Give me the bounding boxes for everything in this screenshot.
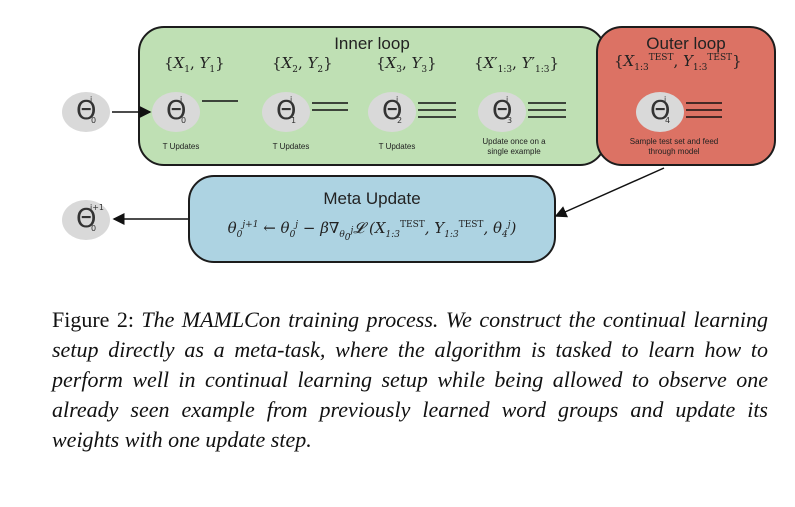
meta-update-title: Meta Update xyxy=(323,189,421,208)
figure-caption: Figure 2: The MAMLCon training process. … xyxy=(52,305,768,455)
step-caption-3: T Updates xyxy=(378,142,416,151)
step-caption-4: Update once on a single example xyxy=(482,137,546,156)
inner-loop-title: Inner loop xyxy=(334,34,410,53)
set-label-4: {X′1:3, Y′1:3} xyxy=(474,54,560,75)
outer-loop-title: Outer loop xyxy=(646,34,726,53)
set-label-1: {X1, Y1} xyxy=(164,54,225,75)
inner-loop-box: Inner loop xyxy=(138,26,606,166)
step-caption-1: T Updates xyxy=(162,142,200,151)
caption-label: Figure 2: xyxy=(52,307,134,332)
step-caption-2: T Updates xyxy=(272,142,310,151)
outer-loop-box: Outer loop xyxy=(596,26,776,166)
set-label-test: {X1:3TEST, Y1:3TEST} xyxy=(614,52,742,73)
caption-text: The MAMLCon training process. We constru… xyxy=(52,307,768,452)
set-label-2: {X2, Y2} xyxy=(272,54,333,75)
meta-update-box: Meta Update θ0j+1 ← θ0j − β∇θ0j𝓛 (X1:3TE… xyxy=(188,175,556,263)
set-label-3: {X3, Y3} xyxy=(376,54,437,75)
arrow-outer-to-meta xyxy=(554,167,665,218)
outer-caption: Sample test set and feed through model xyxy=(629,137,719,156)
meta-update-formula: θ0j+1 ← θ0j − β∇θ0j𝓛 (X1:3TEST, Y1:3TEST… xyxy=(227,219,517,243)
